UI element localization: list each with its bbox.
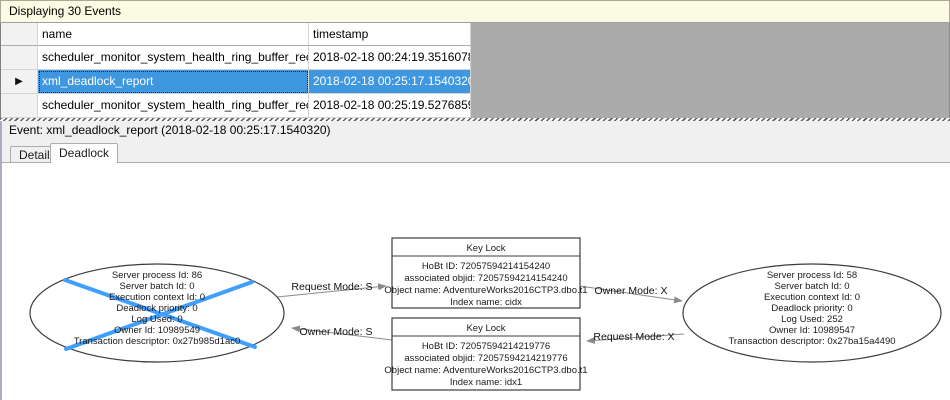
process-attr: Log Used: 0 [131, 314, 182, 325]
event-name-cell[interactable]: scheduler_monitor_system_health_ring_buf… [38, 94, 309, 118]
events-count-bar: Displaying 30 Events [0, 0, 950, 23]
tab-deadlock[interactable]: Deadlock [50, 143, 119, 163]
edge-label: Owner Mode: X [595, 285, 668, 297]
event-timestamp-cell[interactable]: 2018-02-18 00:25:17.1540320 [309, 70, 471, 94]
resource-attr: Object name: AdventureWorks2016CTP3.dbo.… [384, 365, 587, 376]
resource-node-keylock-cidx[interactable]: Key Lock HoBt ID: 72057594214154240 asso… [384, 237, 588, 309]
table-row-selected[interactable]: ▶ xml_deadlock_report 2018-02-18 00:25:1… [1, 70, 471, 94]
event-timestamp-cell[interactable]: 2018-02-18 00:24:19.3516078 [309, 46, 471, 70]
process-node-victim[interactable]: Server process Id: 86 Server batch Id: 0… [29, 263, 285, 363]
events-count-label: Displaying 30 Events [9, 4, 122, 18]
edge-request-x [586, 333, 685, 344]
process-attr: Transaction descriptor: 0x27ba15a4490 [728, 336, 895, 347]
resource-attr: Index name: cidx [450, 297, 522, 308]
resource-attr: associated objid: 72057594214219776 [404, 353, 567, 364]
process-attr: Server process Id: 58 [767, 270, 857, 281]
resource-node-keylock-idx1[interactable]: Key Lock HoBt ID: 72057594214219776 asso… [384, 317, 588, 391]
process-attr: Deadlock priority: 0 [116, 303, 197, 314]
victim-cross-icon [64, 280, 254, 351]
row-selector-header [1, 23, 38, 46]
event-timestamp-cell[interactable]: 2018-02-18 00:25:19.5276859 [309, 94, 471, 118]
tabstrip-baseline [2, 162, 950, 163]
table-row[interactable]: scheduler_monitor_system_health_ring_buf… [1, 94, 471, 118]
process-node[interactable]: Server process Id: 58 Server batch Id: 0… [682, 263, 942, 363]
row-selector-cell[interactable] [1, 46, 38, 70]
events-grid: name timestamp scheduler_monitor_system_… [0, 23, 950, 118]
current-row-arrow-icon: ▶ [15, 75, 23, 87]
resource-attr: associated objid: 72057594214154240 [404, 273, 567, 284]
table-row[interactable]: scheduler_monitor_system_health_ring_buf… [1, 46, 471, 70]
detail-tabs: Details Deadlock [2, 140, 950, 163]
process-attr: Server batch Id: 0 [120, 281, 195, 292]
resource-title: Key Lock [466, 243, 505, 254]
process-attr: Owner Id: 10989547 [769, 325, 855, 336]
grid-header-row: name timestamp [1, 23, 471, 46]
row-selector-cell[interactable]: ▶ [1, 70, 38, 94]
deadlock-graph: Server process Id: 86 Server batch Id: 0… [29, 237, 942, 391]
column-header-timestamp[interactable]: timestamp [309, 23, 471, 46]
process-attr: Deadlock priority: 0 [771, 303, 852, 314]
event-detail-pane: Event: xml_deadlock_report (2018-02-18 0… [0, 121, 950, 400]
process-attr: Server batch Id: 0 [775, 281, 850, 292]
process-attr: Transaction descriptor: 0x27b985d1ac0 [74, 336, 241, 347]
column-header-name[interactable]: name [38, 23, 309, 46]
resource-title: Key Lock [466, 323, 505, 334]
event-name-cell[interactable]: xml_deadlock_report [38, 70, 309, 94]
resource-attr: HoBt ID: 72057594214219776 [422, 341, 550, 352]
resource-attr: HoBt ID: 72057594214154240 [422, 261, 550, 272]
edge-label: Owner Mode: S [300, 326, 373, 338]
selected-event-label: Event: xml_deadlock_report (2018-02-18 0… [9, 123, 331, 137]
edge-owner-s [291, 325, 393, 341]
resource-attr: Index name: idx1 [450, 377, 522, 388]
edge-request-s [276, 283, 387, 298]
process-attr: Server process Id: 86 [112, 270, 202, 281]
edge-owner-x [579, 285, 683, 304]
process-attr: Log Used: 252 [781, 314, 843, 325]
resource-attr: Object name: AdventureWorks2016CTP3.dbo.… [384, 285, 587, 296]
process-attr: Execution context Id: 0 [764, 292, 860, 303]
edge-label: Request Mode: S [291, 281, 372, 293]
edge-label: Request Mode: X [593, 331, 674, 343]
deadlock-graph-panel: Server process Id: 86 Server batch Id: 0… [2, 163, 950, 400]
process-attr: Owner Id: 10989549 [114, 325, 200, 336]
row-selector-cell[interactable] [1, 94, 38, 118]
event-name-cell[interactable]: scheduler_monitor_system_health_ring_buf… [38, 46, 309, 70]
pane-splitter[interactable] [0, 118, 950, 121]
selected-event-bar: Event: xml_deadlock_report (2018-02-18 0… [2, 121, 950, 140]
process-attr: Execution context Id: 0 [109, 292, 205, 303]
